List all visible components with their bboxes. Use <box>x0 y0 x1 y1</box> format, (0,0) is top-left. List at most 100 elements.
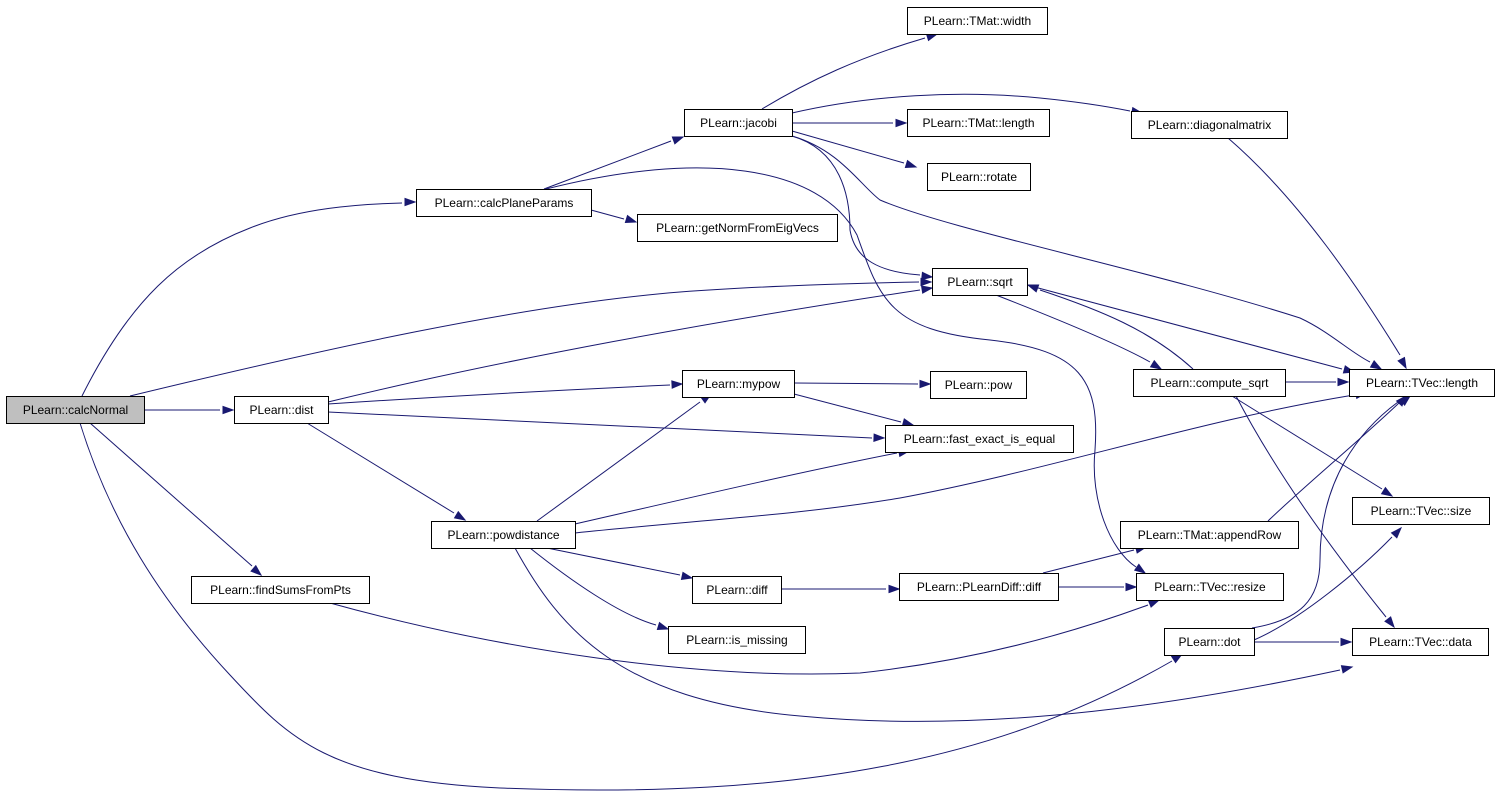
node-box[interactable] <box>1136 573 1284 601</box>
edges-layer <box>79 32 1412 791</box>
arrowhead <box>920 285 934 294</box>
edge-line <box>329 602 1149 675</box>
node-mypow[interactable]: PLearn::mypow <box>682 370 795 398</box>
edge-line <box>761 37 926 110</box>
node-box[interactable] <box>1120 521 1299 549</box>
node-powdistance[interactable]: PLearn::powdistance <box>431 521 576 549</box>
node-box[interactable] <box>692 576 782 604</box>
node-tvec_size[interactable]: PLearn::TVec::size <box>1352 497 1490 525</box>
node-box[interactable] <box>416 189 592 217</box>
node-plearndiff[interactable]: PLearn::PLearnDiff::diff <box>899 573 1059 601</box>
node-box[interactable] <box>637 214 838 242</box>
node-calcNormal[interactable]: PLearn::calcNormal <box>6 396 145 424</box>
node-box[interactable] <box>907 7 1048 35</box>
edge-line <box>529 547 657 626</box>
node-label[interactable]: PLearn::dist <box>249 403 314 417</box>
node-diff[interactable]: PLearn::diff <box>692 576 782 604</box>
node-label[interactable]: PLearn::calcPlaneParams <box>435 196 574 210</box>
arrowhead <box>222 405 235 415</box>
node-box[interactable] <box>682 370 795 398</box>
node-dist[interactable]: PLearn::dist <box>234 396 329 424</box>
edge-powdistance-to-diff <box>546 547 694 581</box>
node-fast_exact[interactable]: PLearn::fast_exact_is_equal <box>885 425 1074 453</box>
node-box[interactable] <box>1131 111 1288 139</box>
node-label[interactable]: PLearn::TMat::length <box>922 116 1034 130</box>
node-label[interactable]: PLearn::fast_exact_is_equal <box>904 432 1055 446</box>
edge-line <box>791 93 1131 114</box>
node-box[interactable] <box>1352 628 1489 656</box>
node-jacobi[interactable]: PLearn::jacobi <box>684 109 793 137</box>
node-tvec_length[interactable]: PLearn::TVec::length <box>1349 369 1495 397</box>
node-label[interactable]: PLearn::findSumsFromPts <box>210 583 351 597</box>
node-label[interactable]: PLearn::TVec::size <box>1371 504 1472 518</box>
node-rotate[interactable]: PLearn::rotate <box>927 163 1031 191</box>
node-findSums[interactable]: PLearn::findSumsFromPts <box>191 576 370 604</box>
node-label[interactable]: PLearn::powdistance <box>447 528 559 542</box>
node-label[interactable]: PLearn::jacobi <box>700 116 777 130</box>
node-label[interactable]: PLearn::pow <box>945 378 1013 392</box>
node-label[interactable]: PLearn::TVec::data <box>1369 635 1472 649</box>
node-label[interactable]: PLearn::calcNormal <box>23 403 128 417</box>
node-box[interactable] <box>431 521 576 549</box>
node-label[interactable]: PLearn::TVec::resize <box>1154 580 1266 594</box>
node-box[interactable] <box>1349 369 1495 397</box>
node-diagonalmatrix[interactable]: PLearn::diagonalmatrix <box>1131 111 1288 139</box>
node-box[interactable] <box>1133 369 1286 397</box>
node-box[interactable] <box>684 109 793 137</box>
edge-calcNormal-to-calcPlaneParams <box>81 197 417 397</box>
arrowhead <box>1133 563 1147 574</box>
node-box[interactable] <box>932 268 1028 296</box>
arrowhead <box>1125 582 1138 592</box>
node-tmat_length[interactable]: PLearn::TMat::length <box>907 109 1050 137</box>
edge-line <box>1026 284 1343 370</box>
node-box[interactable] <box>6 396 145 424</box>
node-getNorm[interactable]: PLearn::getNormFromEigVecs <box>637 214 838 242</box>
node-label[interactable]: PLearn::mypow <box>697 377 781 391</box>
node-box[interactable] <box>899 573 1059 601</box>
node-label[interactable]: PLearn::TMat::width <box>924 14 1031 28</box>
node-box[interactable] <box>930 371 1027 399</box>
node-label[interactable]: PLearn::diff <box>706 583 768 597</box>
node-label[interactable]: PLearn::TVec::length <box>1366 376 1478 390</box>
node-label[interactable]: PLearn::compute_sqrt <box>1150 376 1269 390</box>
edge-calcNormal-to-dist <box>144 405 235 415</box>
node-box[interactable] <box>668 626 806 654</box>
node-box[interactable] <box>1164 628 1255 656</box>
node-tvec_data[interactable]: PLearn::TVec::data <box>1352 628 1489 656</box>
node-box[interactable] <box>1352 497 1490 525</box>
node-calcPlaneParams[interactable]: PLearn::calcPlaneParams <box>416 189 592 217</box>
node-label[interactable]: PLearn::TMat::appendRow <box>1138 528 1282 542</box>
node-label[interactable]: PLearn::PLearnDiff::diff <box>917 580 1042 594</box>
node-appendRow[interactable]: PLearn::TMat::appendRow <box>1120 521 1299 549</box>
edge-compute_sqrt-to-sqrt <box>1026 284 1194 370</box>
edge-compute_sqrt-to-tvec_length <box>1285 377 1350 387</box>
edge-line <box>791 130 905 164</box>
node-box[interactable] <box>234 396 329 424</box>
edge-line <box>1235 395 1387 618</box>
node-label[interactable]: PLearn::getNormFromEigVecs <box>656 221 819 235</box>
edge-calcNormal-to-findSums <box>89 422 263 576</box>
edge-line <box>327 411 873 439</box>
node-label[interactable]: PLearn::is_missing <box>686 633 787 647</box>
node-compute_sqrt[interactable]: PLearn::compute_sqrt <box>1133 369 1286 397</box>
node-label[interactable]: PLearn::rotate <box>941 170 1017 184</box>
edge-line <box>590 209 625 220</box>
node-label[interactable]: PLearn::sqrt <box>947 275 1013 289</box>
node-sqrt[interactable]: PLearn::sqrt <box>932 268 1028 296</box>
node-box[interactable] <box>907 109 1050 137</box>
node-tmat_width[interactable]: PLearn::TMat::width <box>907 7 1048 35</box>
arrowhead <box>888 584 901 594</box>
node-tvec_resize[interactable]: PLearn::TVec::resize <box>1136 573 1284 601</box>
arrowhead <box>656 621 670 631</box>
node-is_missing[interactable]: PLearn::is_missing <box>668 626 806 654</box>
edge-line <box>543 140 672 190</box>
node-box[interactable] <box>885 425 1074 453</box>
node-box[interactable] <box>191 576 370 604</box>
node-label[interactable]: PLearn::diagonalmatrix <box>1148 118 1271 132</box>
node-box[interactable] <box>927 163 1031 191</box>
node-label[interactable]: PLearn::dot <box>1178 635 1241 649</box>
node-pow[interactable]: PLearn::pow <box>930 371 1027 399</box>
edge-diff-to-plearndiff <box>781 584 901 594</box>
arrowhead <box>1369 360 1383 370</box>
node-dot[interactable]: PLearn::dot <box>1164 628 1255 656</box>
